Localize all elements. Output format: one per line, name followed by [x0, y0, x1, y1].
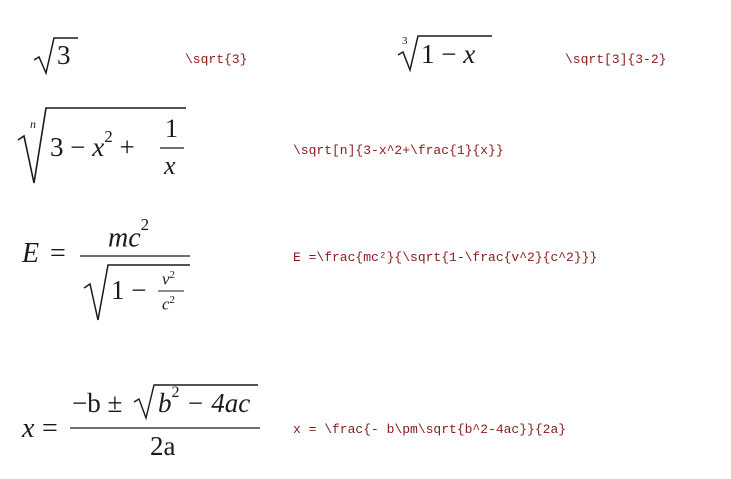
quadratic-equals: = [42, 413, 58, 444]
term-var: x [92, 132, 105, 162]
mc: mc [108, 222, 141, 254]
nthroot-radicand: 3 − x2 + [50, 128, 135, 162]
c-squared: c2 [162, 295, 175, 313]
cbrt-index: 3 [402, 35, 408, 47]
quadratic-numerator-prefix: −b ± [72, 390, 122, 417]
exponent: 2 [169, 269, 176, 281]
exponent: 2 [169, 294, 176, 306]
c: c [162, 294, 170, 314]
neg-b-pm: −b ± [72, 388, 123, 418]
quadratic-denominator: 2a [150, 431, 176, 461]
radicand-var: x [463, 39, 476, 69]
cbrt-radicand: 1 − x [421, 41, 475, 68]
b: b [158, 388, 172, 418]
v-squared: v2 [162, 270, 175, 288]
sqrt3-code: \sqrt{3} [185, 52, 248, 67]
nthroot-code: \sqrt[n]{3-x^2+\frac{1}{x}} [293, 143, 504, 158]
quadratic-radicand: b2 − 4ac [158, 385, 251, 418]
quadratic-code: x = \frac{- b\pm\sqrt{b^2-4ac}}{2a} [293, 422, 567, 437]
radicand-part: 1 − [421, 39, 464, 69]
energy-lhs: E [22, 238, 40, 269]
sqrt3-radicand: 3 [57, 40, 71, 70]
v: v [162, 269, 170, 289]
exponent: 2 [104, 127, 113, 146]
quadratic-lhs: x [22, 413, 35, 444]
frac-denominator: x [164, 151, 176, 180]
energy-equals: = [50, 238, 66, 269]
energy-code: E =\frac{mc²}{\sqrt{1-\frac{v^2}{c^2}}} [293, 250, 598, 265]
nthroot-index: n [30, 117, 36, 131]
one-minus: 1 − [111, 275, 147, 305]
plus: + [112, 132, 135, 162]
energy-numerator: mc2 [108, 216, 149, 254]
frac-numerator: 1 [165, 114, 178, 143]
exponent: 2 [140, 215, 150, 234]
cbrt-code: \sqrt[3]{3-2} [565, 52, 667, 67]
term: 3 − [50, 132, 93, 162]
minus-4ac: − 4ac [179, 388, 251, 418]
exponent: 2 [171, 384, 180, 401]
